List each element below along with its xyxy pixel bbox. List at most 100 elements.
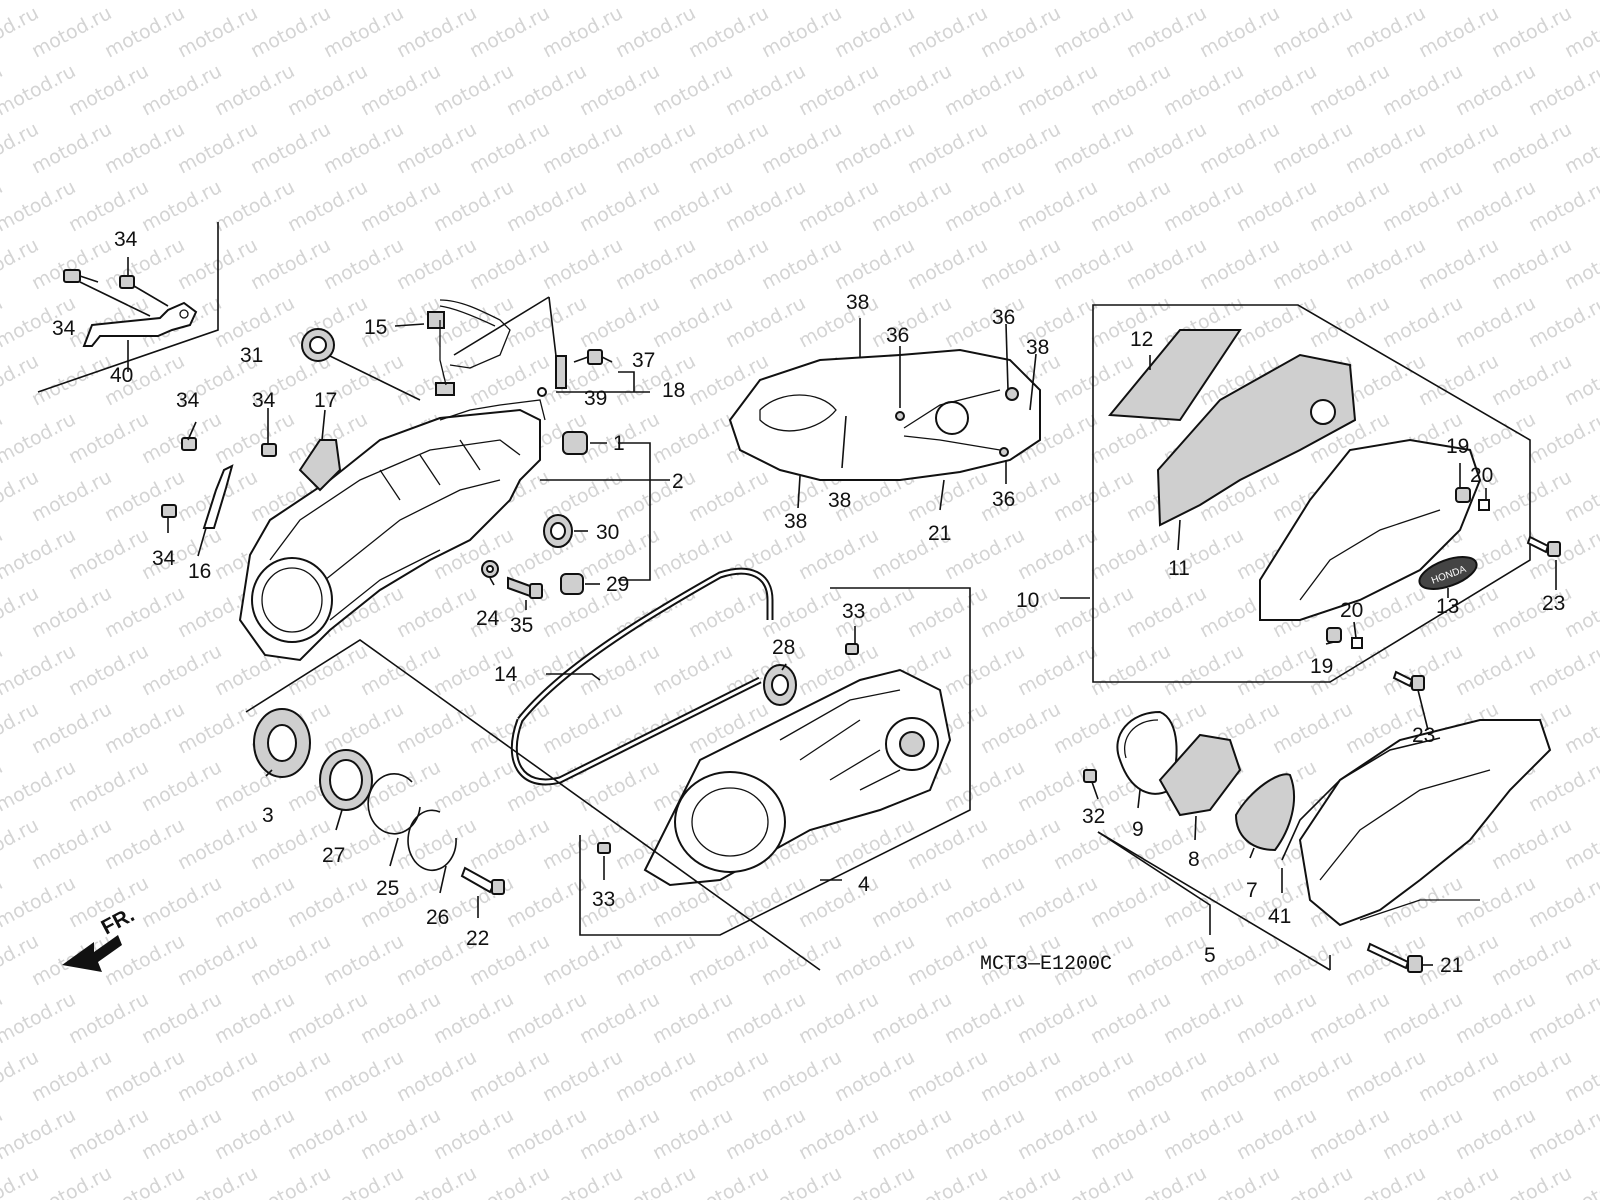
watermark-text: motod.ru [211,60,298,120]
diagram-code: MCT3—E1200C [980,953,1112,976]
crankcase-cover-4 [643,668,952,887]
oil-seal-30 [543,514,573,548]
watermark-text: motod.ru [941,756,1028,816]
watermark-text: motod.ru [612,1046,699,1106]
watermark-text: motod.ru [722,60,809,120]
watermark-text: motod.ru [28,814,115,874]
callout-32: 32 [1082,805,1105,828]
watermark-text: motod.ru [1233,988,1320,1048]
case-5 [1298,719,1552,927]
callout-22: 22 [466,927,489,950]
watermark-text: motod.ru [1306,988,1393,1048]
watermark-text: motod.ru [576,176,663,236]
watermark-text: motod.ru [0,640,79,700]
callout-23: 23 [1412,724,1435,747]
watermark-text: motod.ru [503,0,590,4]
watermark-text: motod.ru [831,2,918,62]
watermark-text: motod.ru [1269,234,1356,294]
watermark-text: motod.ru [1269,2,1356,62]
watermark-text: motod.ru [868,988,955,1048]
bolt-37 [573,349,603,365]
watermark-text: motod.ru [138,988,225,1048]
watermark-text: motod.ru [28,698,115,758]
watermark-text: motod.ru [1525,408,1600,468]
watermark-text: motod.ru [576,640,663,700]
watermark-text: motod.ru [612,350,699,410]
watermark-text: motod.ru [0,524,79,584]
callout-38: 38 [784,510,807,533]
watermark-text: motod.ru [430,756,517,816]
watermark-text: motod.ru [28,118,115,178]
wire-harness-15 [427,299,511,396]
callout-36: 36 [886,324,909,347]
watermark-text: motod.ru [1196,234,1283,294]
watermark-text: motod.ru [65,0,152,4]
watermark-text: motod.ru [612,466,699,526]
watermark-text: motod.ru [1488,118,1575,178]
callout-29: 29 [606,573,629,596]
watermark-text: motod.ru [211,0,298,4]
watermark-text: motod.ru [612,2,699,62]
foam-12 [1107,329,1242,422]
watermark-text: motod.ru [65,408,152,468]
watermark-text: motod.ru [722,292,809,352]
watermark-text: motod.ru [503,872,590,932]
watermark-text: motod.ru [685,466,772,526]
circlip-26 [407,809,457,872]
watermark-text: motod.ru [1488,2,1575,62]
callout-5: 5 [1204,944,1216,967]
watermark-text: motod.ru [1342,118,1429,178]
watermark-text: motod.ru [284,60,371,120]
watermark-text: motod.ru [1379,176,1466,236]
watermark-text: motod.ru [795,524,882,584]
watermark-text: motod.ru [357,1104,444,1164]
callout-30: 30 [596,521,619,544]
watermark-text: motod.ru [284,0,371,4]
callout-11: 11 [1168,557,1190,580]
watermark-text: motod.ru [576,292,663,352]
watermark-text: motod.ru [1087,60,1174,120]
callout-7: 7 [1246,879,1258,902]
watermark-text: motod.ru [138,1104,225,1164]
bracket-40 [82,301,198,347]
watermark-text: motod.ru [685,118,772,178]
callout-34: 34 [52,317,76,340]
watermark-text: motod.ru [1014,988,1101,1048]
watermark-text: motod.ru [904,1046,991,1106]
watermark-text: motod.ru [576,60,663,120]
callout-17: 17 [314,389,337,412]
watermark-text: motod.ru [1379,988,1466,1048]
leader-lines [127,257,1557,971]
watermark-text: motod.ru [0,176,79,236]
watermark-text: motod.ru [1269,698,1356,758]
watermark-text: motod.ru [904,2,991,62]
watermark-text: motod.ru [941,988,1028,1048]
callout-14: 14 [494,663,518,686]
watermark-text: motod.ru [393,698,480,758]
watermark-text: motod.ru [1123,582,1210,642]
watermark-text: motod.ru [722,524,809,584]
grommet-19-a [1455,487,1471,503]
callout-15: 15 [364,316,387,339]
watermark-text: motod.ru [138,176,225,236]
watermark-text: motod.ru [1014,640,1101,700]
watermark-text: motod.ru [1379,292,1466,352]
watermark-text: motod.ru [503,988,590,1048]
watermark-text: motod.ru [1306,1104,1393,1164]
bolt-34-d [261,443,277,457]
inner-cover-gasket [728,348,1041,481]
watermark-text: motod.ru [1160,60,1247,120]
watermark-text: motod.ru [1087,1104,1174,1164]
watermark-text: motod.ru [211,872,298,932]
watermark-text: motod.ru [1160,988,1247,1048]
watermark-text: motod.ru [320,1046,407,1106]
callout-21: 21 [1440,954,1463,977]
watermark-text: motod.ru [722,1104,809,1164]
watermark-text: motod.ru [1050,234,1137,294]
dowel-33-a [845,643,859,655]
emblem-13: HONDA [1418,556,1478,590]
callout-40: 40 [110,364,133,387]
watermark-text: motod.ru [320,698,407,758]
bushing-1 [562,431,588,455]
watermark-text: motod.ru [1050,1046,1137,1106]
